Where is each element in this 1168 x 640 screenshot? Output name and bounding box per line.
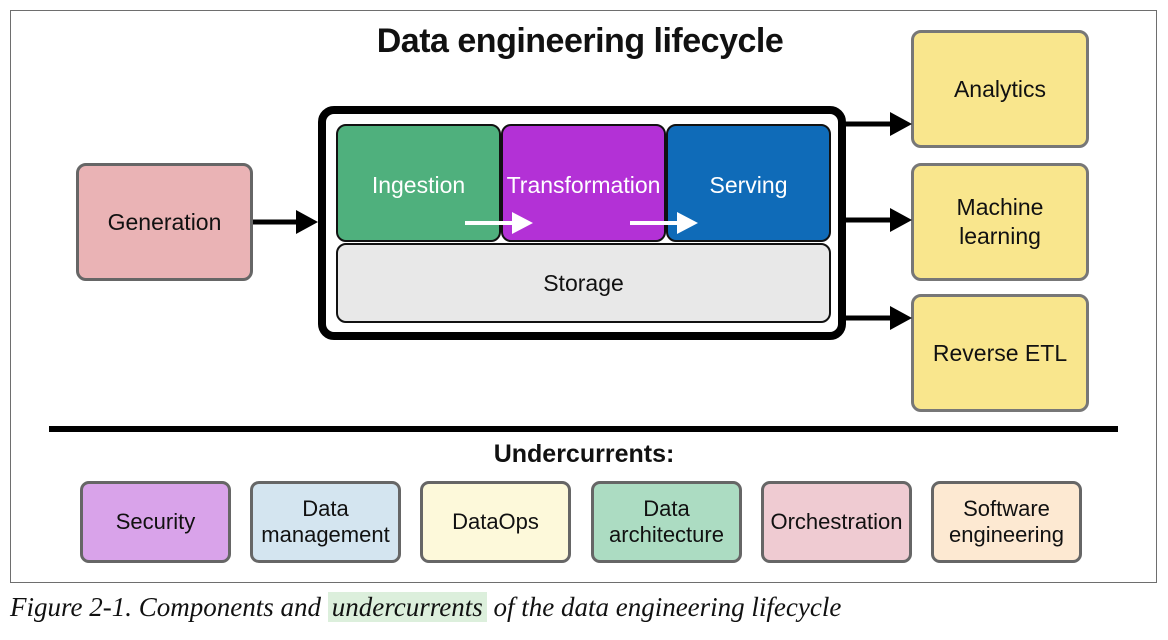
arrow-to-analytics <box>846 112 912 136</box>
arrow-generation-to-lifecycle <box>253 210 318 234</box>
caption-highlight: undercurrents <box>327 592 487 622</box>
data-management-line-1: Data <box>302 495 349 521</box>
orchestration-label: Orchestration <box>770 508 903 534</box>
ingestion-label: Ingestion <box>371 172 466 198</box>
arrow-to-reverse-etl <box>846 306 912 330</box>
generation-box: Generation <box>76 163 253 281</box>
orchestration-box: Orchestration <box>761 481 912 563</box>
security-label: Security <box>115 508 196 534</box>
arrow-transformation-to-serving <box>630 212 698 234</box>
arrow-ingestion-to-transformation <box>465 212 533 234</box>
machine-learning-line-2: learning <box>959 223 1041 249</box>
security-box: Security <box>80 481 231 563</box>
storage-box: Storage <box>336 243 831 323</box>
dataops-box: DataOps <box>420 481 571 563</box>
data-management-box: Data management <box>250 481 401 563</box>
data-architecture-line-2: architecture <box>609 522 724 547</box>
software-engineering-line-2: engineering <box>949 522 1064 547</box>
transformation-label: Transformation <box>506 172 661 198</box>
data-architecture-line-1: Data <box>643 495 690 521</box>
storage-label: Storage <box>543 269 624 296</box>
serving-label: Serving <box>709 172 788 198</box>
analytics-box: Analytics <box>911 30 1089 148</box>
diagram-title: Data engineering lifecycle <box>376 22 784 60</box>
analytics-label: Analytics <box>953 75 1047 102</box>
data-architecture-label: Data architecture <box>609 496 724 549</box>
machine-learning-label: Machine learning <box>957 193 1044 251</box>
arrow-to-machine-learning <box>846 208 912 232</box>
reverse-etl-label: Reverse ETL <box>932 339 1068 366</box>
figure-caption: Figure 2-1. Components and undercurrents… <box>10 592 841 623</box>
software-engineering-box: Software engineering <box>931 481 1082 563</box>
section-divider <box>49 426 1118 432</box>
data-architecture-box: Data architecture <box>591 481 742 563</box>
caption-suffix: of the data engineering lifecycle <box>486 592 842 622</box>
undercurrents-heading: Undercurrents: <box>493 440 675 468</box>
generation-label: Generation <box>107 208 222 235</box>
machine-learning-line-1: Machine <box>956 194 1044 221</box>
reverse-etl-box: Reverse ETL <box>911 294 1089 412</box>
data-management-label: Data management <box>261 496 389 549</box>
dataops-label: DataOps <box>452 508 539 534</box>
software-engineering-line-1: Software <box>963 495 1050 521</box>
caption-prefix: Figure 2-1. Components and <box>10 592 328 622</box>
software-engineering-label: Software engineering <box>949 496 1064 549</box>
machine-learning-box: Machine learning <box>911 163 1089 281</box>
data-management-line-2: management <box>261 522 390 547</box>
